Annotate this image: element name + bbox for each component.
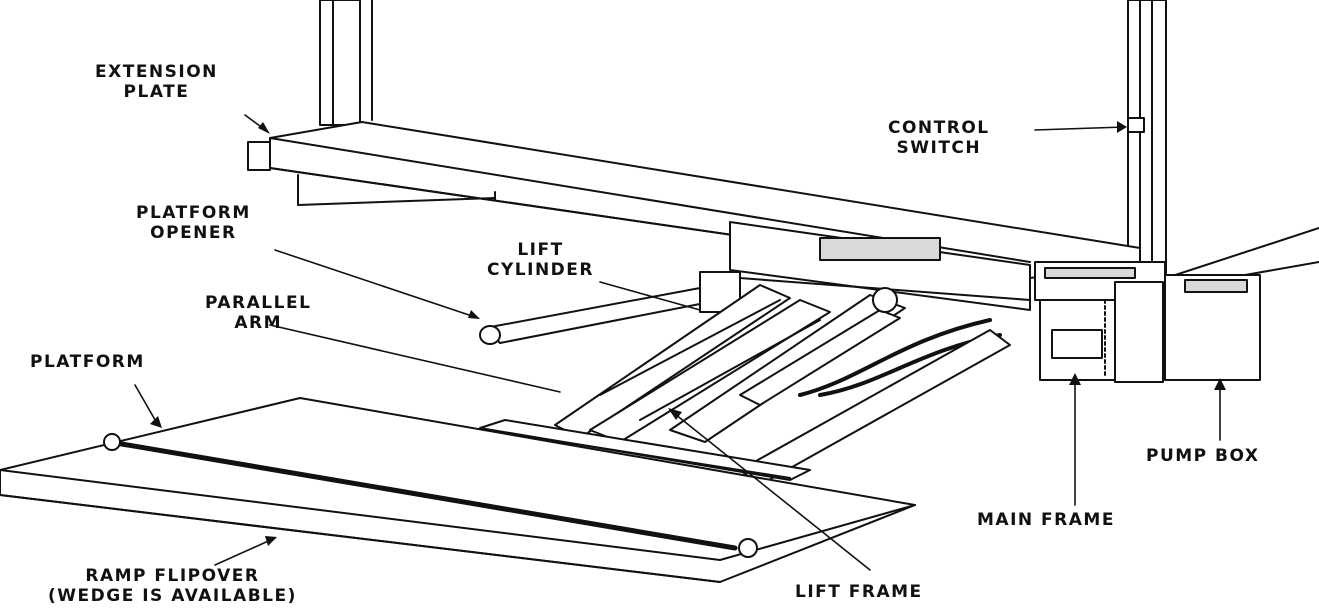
carriage [699, 221, 1031, 311]
floor-beam [247, 121, 1141, 279]
label-extension-plate: EXTENSION PLATE [95, 62, 218, 102]
lift-cylinder [669, 287, 1002, 443]
label-parallel-arm: PARALLEL ARM [205, 293, 312, 333]
arrow-heads [150, 121, 1226, 546]
control-switch-box [1127, 117, 1145, 133]
label-platform-opener: PLATFORM OPENER [136, 203, 251, 243]
label-pump-box: PUMP BOX [1146, 446, 1260, 466]
label-lift-cylinder: LIFT CYLINDER [487, 240, 594, 280]
label-control-switch: CONTROL SWITCH [888, 118, 990, 158]
label-ramp-flipover: RAMP FLIPOVER (WEDGE IS AVAILABLE) [48, 566, 297, 606]
label-lift-frame: LIFT FRAME [795, 582, 923, 602]
label-main-frame: MAIN FRAME [977, 510, 1115, 530]
right-door-pillar [1127, 0, 1167, 281]
main-frame-housing [1034, 261, 1166, 383]
platform-opener-arm [479, 271, 741, 345]
label-platform: PLATFORM [30, 352, 145, 372]
platform-deck [0, 397, 916, 583]
left-door-pillar [319, 0, 373, 126]
vehicle-body [1159, 227, 1319, 381]
